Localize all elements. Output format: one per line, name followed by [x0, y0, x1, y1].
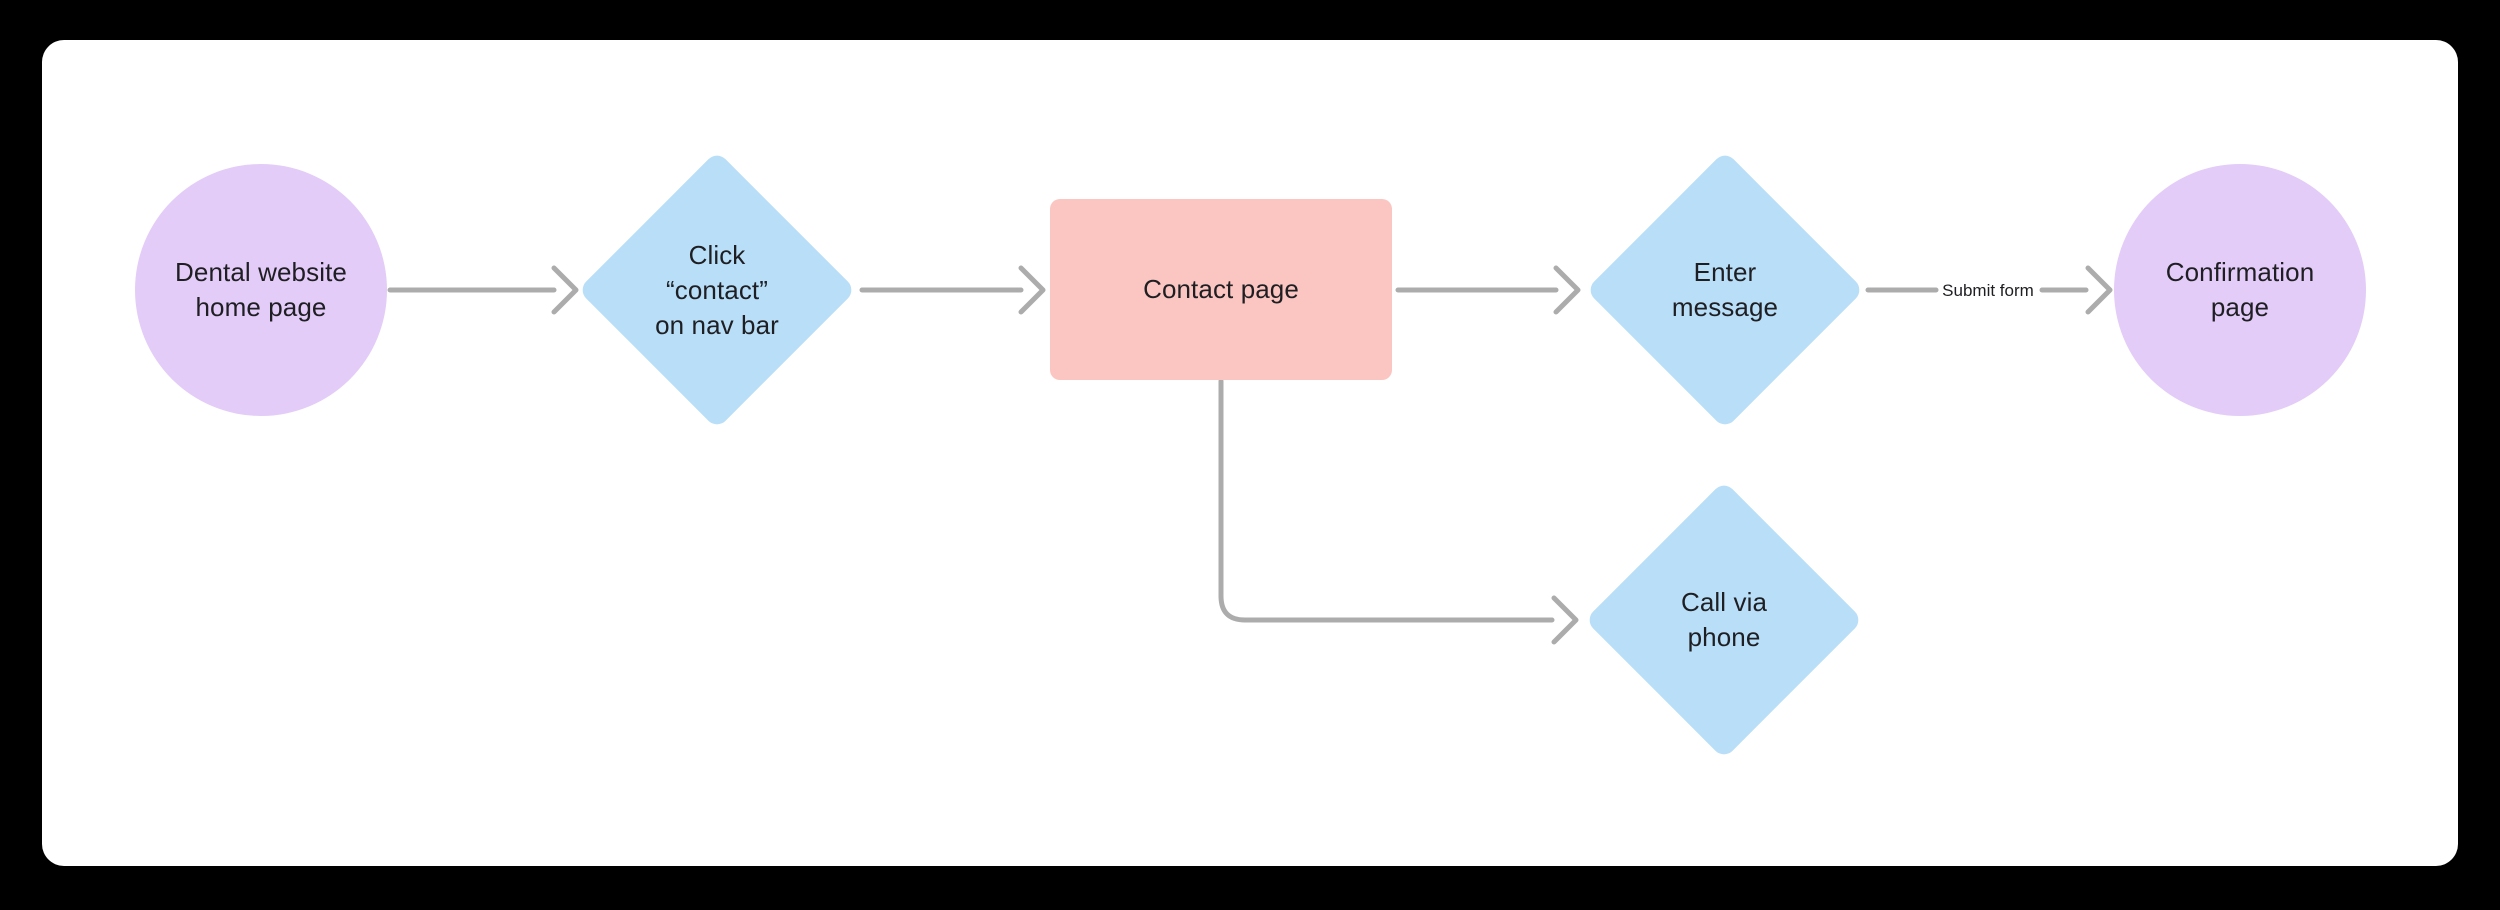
node-label-line: phone	[1687, 622, 1761, 652]
edge-contact-page-to-call-phone[interactable]	[1218, 378, 1579, 645]
node-dental-home[interactable]: Dental website home page	[135, 164, 387, 416]
node-label: Contact page	[1143, 272, 1299, 307]
connector-layer	[387, 265, 2113, 645]
node-label-line: page	[2210, 292, 2270, 322]
node-label-line: Contact page	[1143, 274, 1299, 304]
node-label: Call via phone	[1681, 585, 1767, 655]
node-label-line: Dental website	[175, 257, 347, 287]
node-click-contact[interactable]: Click “contact” on nav bar	[578, 151, 856, 429]
node-label: Click “contact” on nav bar	[655, 238, 779, 343]
arrowhead-icon	[2085, 265, 2113, 315]
flowchart-board: Dental website home page Click “contact”…	[42, 40, 2458, 866]
node-label: Enter message	[1672, 255, 1778, 325]
node-contact-page[interactable]: Contact page	[1050, 199, 1392, 380]
edge-enter-message-to-confirmation[interactable]	[1865, 265, 2113, 315]
arrowhead-icon	[551, 265, 579, 315]
edge-dental-home-to-click-contact[interactable]	[387, 265, 579, 315]
node-label: Confirmation page	[2166, 255, 2315, 325]
node-label-line: message	[1671, 292, 1779, 322]
arrowhead-icon	[1553, 265, 1581, 315]
node-enter-message[interactable]: Enter message	[1586, 151, 1864, 429]
arrowhead-icon	[1551, 595, 1579, 645]
node-label-line: on nav bar	[655, 309, 779, 340]
node-label-line: “contact”	[665, 274, 769, 305]
arrowhead-icon	[1018, 265, 1046, 315]
edge-click-contact-to-contact-page[interactable]	[859, 265, 1046, 315]
node-call-phone[interactable]: Call via phone	[1585, 481, 1863, 759]
node-confirmation[interactable]: Confirmation page	[2114, 164, 2366, 416]
edge-contact-page-to-enter-message[interactable]	[1395, 265, 1581, 315]
node-label-line: home page	[195, 292, 327, 322]
node-label-line: Click	[688, 239, 746, 270]
node-label-line: Enter	[1693, 257, 1757, 287]
node-label: Dental website home page	[175, 255, 347, 325]
edge-label-submit-form[interactable]: Submit form	[1942, 281, 2034, 300]
node-label-line: Call via	[1680, 587, 1768, 617]
edge-line[interactable]	[1218, 378, 1555, 623]
node-label-line: Confirmation	[2165, 257, 2315, 287]
